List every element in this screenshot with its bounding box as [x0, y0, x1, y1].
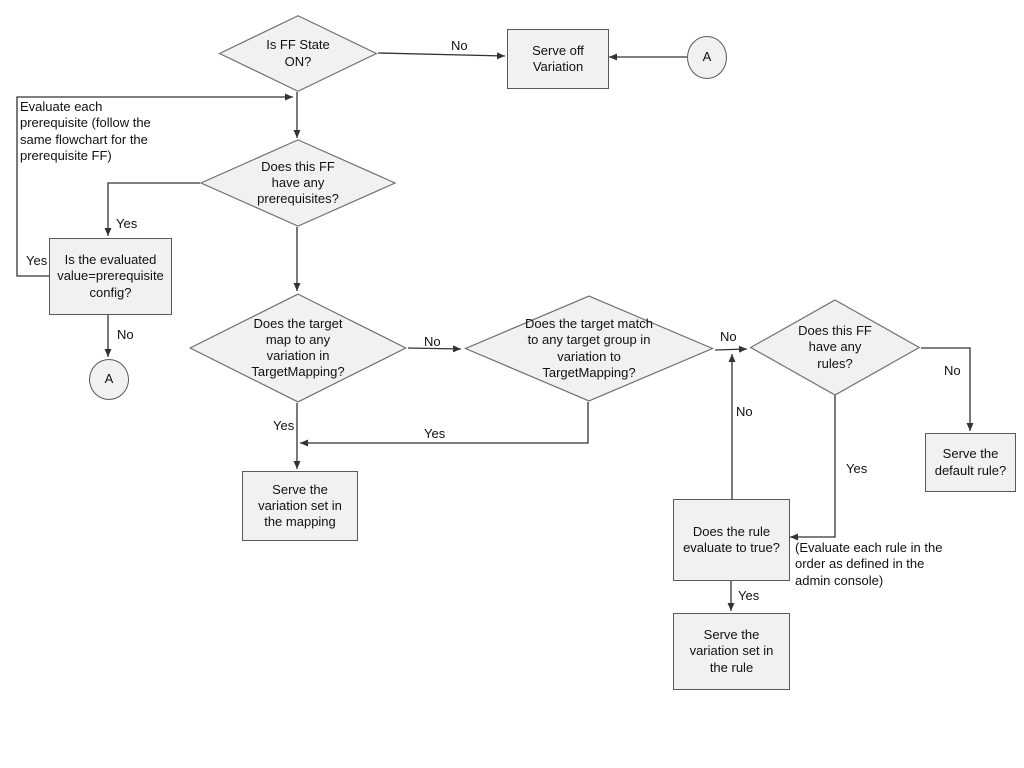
- process-label: Does the rule evaluate to true?: [683, 523, 780, 555]
- decision-label: Does the target match to any target grou…: [525, 316, 653, 380]
- edge-match-no: [714, 345, 748, 353]
- decision-label: Does this FF have any rules?: [798, 323, 872, 371]
- rule-order-note: (Evaluate each rule in the order as defi…: [795, 540, 943, 588]
- edge-ffstate-no: [377, 52, 506, 60]
- edge-label-eval-yes-loop: Yes: [26, 253, 48, 268]
- process-label: Serve the variation set in the mapping: [258, 481, 342, 530]
- diamond-shape: [188, 293, 408, 403]
- edge-label-rules-yes: Yes: [846, 461, 868, 476]
- edge-label-map-yes: Yes: [273, 418, 295, 433]
- prerequisite-note: Evaluate each prerequisite (follow the s…: [20, 99, 151, 163]
- edge-label-rule-yes-down: Yes: [738, 588, 760, 603]
- process-serve-off-variation: Serve off Variation: [507, 29, 609, 89]
- edge-rules-no: [921, 347, 974, 431]
- process-label: Is the evaluated value=prerequisite conf…: [57, 252, 164, 300]
- edge-label-match-no: No: [720, 329, 737, 344]
- diamond-shape: [463, 295, 715, 402]
- edge-label-prereq-yes: Yes: [116, 216, 138, 231]
- connector-a-bottom: A: [89, 359, 129, 400]
- decision-label: Is FF State ON?: [266, 37, 330, 69]
- process-label: Serve off Variation: [532, 42, 584, 74]
- edge-label-eval-no: No: [117, 327, 134, 342]
- edge-map-no: [407, 345, 462, 353]
- decision-has-prerequisites: Does this FF have any prerequisites?: [199, 139, 397, 227]
- edge-match-yes: [300, 402, 589, 447]
- edge-prereq-yes: [104, 182, 200, 236]
- connector-label: A: [104, 371, 114, 387]
- process-rule-evaluates-true: Does the rule evaluate to true?: [673, 499, 790, 581]
- edge-label-ffstate-no: No: [451, 38, 468, 53]
- diamond-shape: [199, 139, 397, 227]
- process-serve-default-rule: Serve the default rule?: [925, 433, 1016, 492]
- process-label: Serve the default rule?: [934, 446, 1007, 478]
- decision-target-map-variation: Does the target map to any variation in …: [188, 293, 408, 403]
- edge-eval-yes-loop: [16, 93, 293, 277]
- process-evaluated-value-config: Is the evaluated value=prerequisite conf…: [49, 238, 172, 315]
- connector-label: A: [702, 49, 712, 65]
- process-label: Serve the variation set in the rule: [689, 627, 774, 675]
- decision-label: Does this FF have any prerequisites?: [257, 158, 339, 207]
- edge-label-rule-no-up: No: [736, 404, 753, 419]
- decision-label: Does the target map to any variation in …: [251, 315, 345, 380]
- edge-rules-yes: [790, 395, 836, 541]
- edge-label-rules-no: No: [944, 363, 961, 378]
- decision-is-ff-state-on: Is FF State ON?: [218, 15, 378, 92]
- diamond-shape: [749, 299, 921, 396]
- process-serve-rule-variation: Serve the variation set in the rule: [673, 613, 790, 690]
- edge-label-map-no: No: [424, 334, 441, 349]
- decision-has-rules: Does this FF have any rules?: [749, 299, 921, 396]
- edge-label-match-yes: Yes: [424, 426, 446, 441]
- decision-target-match-group: Does the target match to any target grou…: [463, 295, 715, 402]
- diamond-shape: [218, 15, 378, 92]
- process-serve-mapping-variation: Serve the variation set in the mapping: [242, 471, 358, 541]
- connector-a-top: A: [687, 36, 727, 79]
